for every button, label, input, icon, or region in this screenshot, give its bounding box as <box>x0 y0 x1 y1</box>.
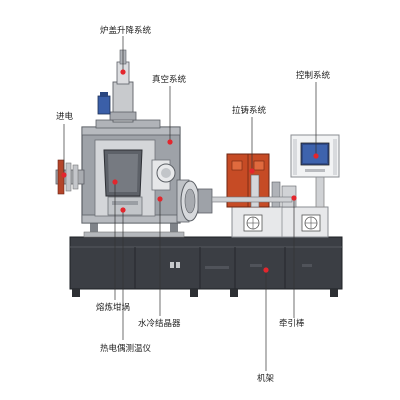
label-frame: 机架 <box>257 373 275 384</box>
label-thermocouple: 热电偶测温仪 <box>100 343 152 354</box>
lid-lift-system <box>97 49 137 123</box>
label-vacuum: 真空系统 <box>152 74 187 85</box>
marker-control <box>313 153 319 159</box>
casting-cabinet <box>231 206 329 238</box>
power-input <box>55 159 85 195</box>
leader-lines <box>63 36 317 371</box>
marker-casting <box>249 168 255 174</box>
label-crystallizer: 水冷结晶器 <box>138 318 181 329</box>
control-panel <box>290 134 340 208</box>
frame-base <box>69 236 343 297</box>
label-control: 控制系统 <box>296 70 331 81</box>
marker-crystallizer <box>157 196 163 202</box>
chamber-door <box>156 163 213 223</box>
marker-pull-rod <box>291 195 297 201</box>
label-crucible: 熔炼坩埚 <box>96 302 130 313</box>
marker-thermocouple <box>120 207 126 213</box>
marker-crucible <box>112 179 118 185</box>
casting-system <box>211 153 297 208</box>
label-lid-lift: 炉盖升降系统 <box>100 25 152 36</box>
marker-power <box>61 172 67 178</box>
label-casting: 拉铸系统 <box>232 105 267 116</box>
label-pull-rod: 牵引棒 <box>279 318 305 329</box>
label-power-input: 进电 <box>56 111 74 122</box>
marker-dots <box>61 69 319 273</box>
marker-lid-lift <box>120 69 126 75</box>
marker-vacuum <box>167 139 173 145</box>
marker-frame <box>263 267 269 273</box>
